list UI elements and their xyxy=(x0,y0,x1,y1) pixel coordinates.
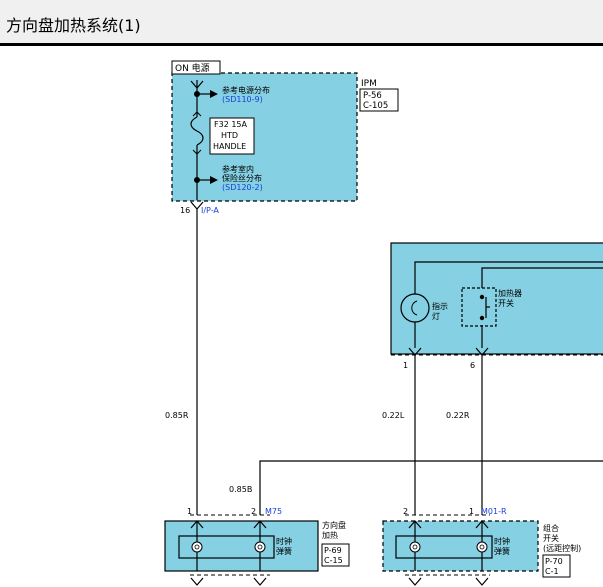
ipm-ref-connector: C-105 xyxy=(363,101,388,111)
cs2-connector: M01-R xyxy=(481,507,507,516)
arrow-right-icon xyxy=(210,90,218,98)
cs1-connector: M75 xyxy=(265,507,282,516)
cs1-pin-right: 2 xyxy=(251,507,256,516)
down-arrow-icon xyxy=(190,80,204,89)
clock-spring-coil-icon xyxy=(254,541,266,553)
fuse-line-2: HTD xyxy=(221,131,238,140)
cs2-side-label-2: 开关 xyxy=(543,533,559,543)
wire-cross xyxy=(259,460,603,515)
clock-spring-1 xyxy=(164,520,319,586)
cs2-side-label-3: (远距控制) xyxy=(543,543,581,553)
cs2-pin-left: 2 xyxy=(403,507,408,516)
cs1-ref-connector: C-15 xyxy=(324,556,343,565)
cs2-ref-box xyxy=(542,554,571,578)
indicator-label-2: 灯 xyxy=(432,311,440,321)
switch-label-1: 加热器 xyxy=(498,288,522,298)
clock-spring-coil-icon xyxy=(476,541,488,553)
clock-spring-coil-icon xyxy=(409,541,421,553)
power-dist-link[interactable]: (SD110-9) xyxy=(222,95,263,104)
cs1-pin-left: 1 xyxy=(187,507,192,516)
fuse-line-3: HANDLE xyxy=(213,142,246,151)
wire-label-switch-left: 0.22L xyxy=(382,411,405,420)
cs1-label-2: 弹簧 xyxy=(276,546,292,556)
cs1-side-label-2: 加热 xyxy=(322,530,338,540)
heater-switch-icon xyxy=(461,287,497,327)
indicator-lamp-icon xyxy=(400,293,430,323)
on-power-label-box xyxy=(171,60,221,75)
cs2-label-2: 弹簧 xyxy=(494,546,510,556)
power-dist-text: 参考电源分布 xyxy=(222,85,270,95)
ipm-ref-page: P-56 xyxy=(363,91,382,101)
fuse-label-box xyxy=(209,117,255,155)
cs2-label-1: 时钟 xyxy=(494,536,510,546)
wire-label-cross: 0.85B xyxy=(229,485,252,494)
ipm-ref-box xyxy=(359,88,399,112)
ipm-output-pin: 16 xyxy=(180,206,190,215)
clock-spring-coil-icon xyxy=(191,541,203,553)
fuse-icon xyxy=(190,116,204,146)
fuse-dist-line-1: 参考室内 xyxy=(222,164,254,174)
cs2-ref-page: P-70 xyxy=(545,557,563,566)
wire-label-switch-right: 0.22R xyxy=(446,411,470,420)
switch-label-2: 开关 xyxy=(498,298,514,308)
ipm-connector: I/P-A xyxy=(201,206,219,215)
wire-label-ipm: 0.85R xyxy=(165,411,189,420)
page-title: 方向盘加热系统(1) xyxy=(6,16,141,35)
fuse-dist-line-2: 保险丝分布 xyxy=(222,173,262,183)
indicator-label-1: 指示 xyxy=(432,301,448,311)
cs1-ref-box xyxy=(321,543,350,567)
page-header: 方向盘加热系统(1) xyxy=(0,0,603,46)
fuse-line-1: F32 15A xyxy=(214,120,248,129)
cs2-side-label-1: 组合 xyxy=(543,523,559,533)
cs2-ref-connector: C-1 xyxy=(545,567,559,576)
fuse-dist-link[interactable]: (SD120-2) xyxy=(222,183,263,192)
switch-pin-left: 1 xyxy=(403,361,408,370)
cs2-pin-right: 1 xyxy=(469,507,474,516)
clock-spring-2 xyxy=(382,520,539,586)
ipm-name: IPM xyxy=(361,79,377,89)
cs1-ref-page: P-69 xyxy=(324,546,342,555)
cs1-label-1: 时钟 xyxy=(276,536,292,546)
on-power-label: ON 电源 xyxy=(175,62,210,74)
cs1-side-label-1: 方向盘 xyxy=(322,520,346,530)
arrow-right-icon xyxy=(210,176,218,184)
switch-pin-right: 6 xyxy=(470,361,475,370)
